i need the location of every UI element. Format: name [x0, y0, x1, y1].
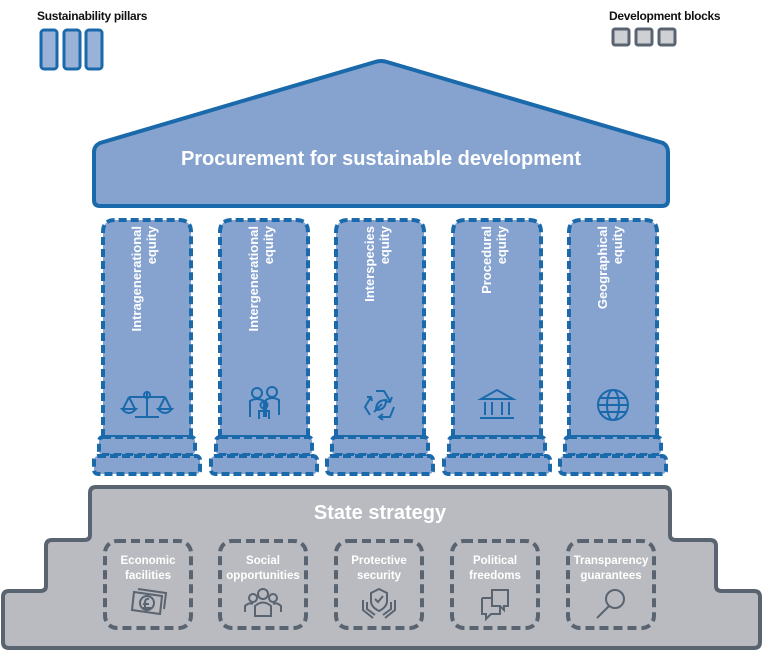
pillar-plinth	[209, 454, 319, 476]
block-label: Social opportunities	[215, 554, 311, 584]
block-label-line2: facilities	[124, 570, 172, 582]
block-label-line1: Social	[246, 555, 280, 567]
block-label-line2: security	[356, 570, 402, 582]
pillar	[325, 218, 435, 476]
pillar-shaft	[567, 218, 659, 439]
base-shape	[1, 485, 762, 650]
block-label-line2: opportunities	[226, 570, 300, 582]
development-block	[566, 539, 656, 630]
pillar-label-line2: equity	[610, 226, 625, 265]
pillar-capital	[330, 435, 430, 457]
pillar-label-line1: Interspecies	[362, 226, 377, 302]
recycle-leaf-icon	[363, 390, 395, 421]
globe-icon	[597, 389, 629, 421]
block-label-line1: Protective	[351, 555, 407, 567]
pillar-shaft	[451, 218, 543, 439]
development-block	[218, 539, 308, 630]
pillar-shaft	[334, 218, 426, 439]
roof-shape	[92, 59, 670, 208]
block-label: Protective security	[331, 554, 427, 584]
legend-pillars-label: Sustainability pillars	[37, 9, 148, 23]
magnifier-icon	[596, 589, 625, 619]
roof-title: Procurement for sustainable development	[180, 148, 582, 170]
base-title: State strategy	[313, 502, 447, 524]
pillar-label-line2: equity	[377, 226, 392, 265]
pillar-capital	[97, 435, 197, 457]
legend-pillars-icon	[39, 28, 104, 71]
legend-blocks-icon	[611, 27, 677, 47]
block-label: Transparency guarantees	[563, 554, 659, 584]
block-label-line2: guarantees	[580, 570, 642, 582]
pillar-plinth	[442, 454, 552, 476]
block-label-line1: Economic	[120, 555, 176, 567]
people-icon	[244, 588, 282, 617]
pillar	[442, 218, 552, 476]
block-label-line2: freedoms	[469, 570, 521, 582]
pillar-label-line2: equity	[494, 226, 509, 265]
family-icon	[249, 386, 280, 419]
pillar-label-line2: equity	[261, 226, 276, 265]
scales-icon	[119, 391, 175, 418]
pillar-capital	[563, 435, 663, 457]
pillar-label-line2: equity	[144, 226, 159, 265]
pillar-shaft	[218, 218, 310, 439]
block-label: Political freedoms	[447, 554, 543, 584]
block-label-line1: Political	[472, 555, 518, 567]
institution-icon	[477, 388, 517, 419]
speech-bubbles-icon	[481, 589, 509, 622]
development-block	[450, 539, 540, 630]
development-block	[334, 539, 424, 630]
pillar	[92, 218, 202, 476]
pillar-label-line1: Procedural	[479, 226, 494, 294]
pillar-plinth	[325, 454, 435, 476]
legend-blocks-label: Development blocks	[609, 9, 721, 23]
pillar-label-line1: Geographical	[595, 226, 610, 310]
pillar	[558, 218, 668, 476]
development-block	[103, 539, 193, 630]
block-label: Economic facilities	[100, 554, 196, 584]
pillar-plinth	[92, 454, 202, 476]
pillar	[209, 218, 319, 476]
shield-hands-icon	[362, 587, 396, 619]
banknote-icon	[130, 588, 168, 616]
pillar-plinth	[558, 454, 668, 476]
pillar-label-line1: Intergenerational	[246, 226, 261, 332]
block-label-line1: Transparency	[573, 555, 649, 567]
pillar-label-line1: Intragenerational	[129, 226, 144, 332]
pillar-shaft	[101, 218, 193, 439]
pillar-capital	[214, 435, 314, 457]
pillar-capital	[447, 435, 547, 457]
